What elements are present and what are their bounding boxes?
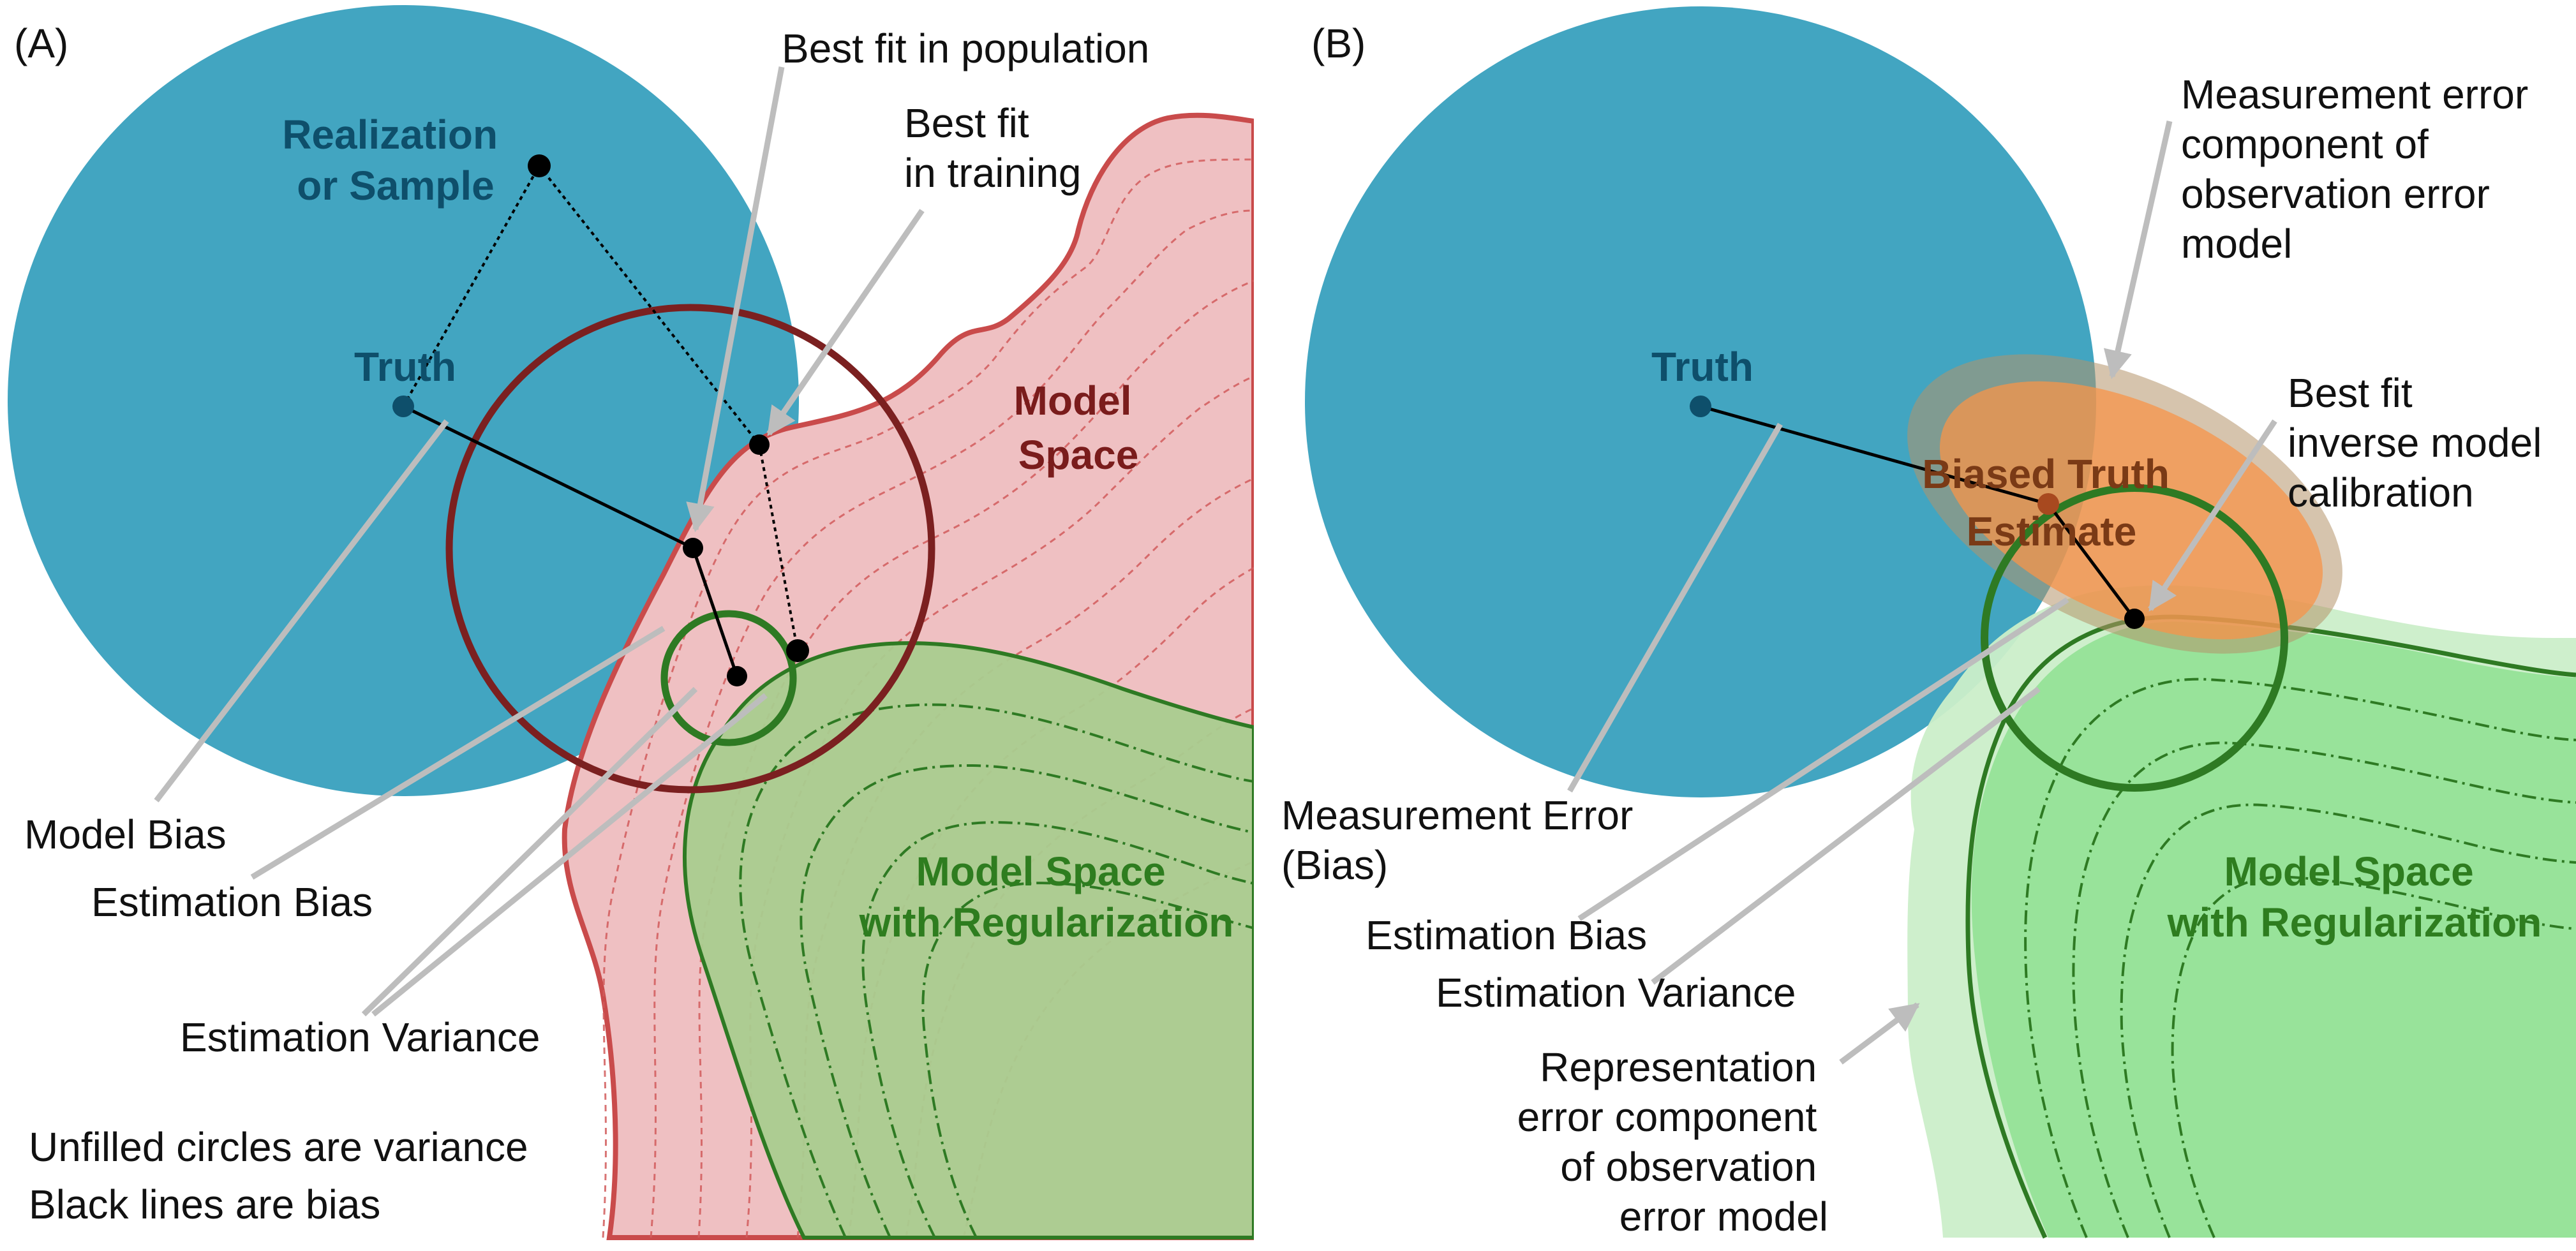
sample-label: Realization or Sample — [282, 112, 509, 209]
regularized-contours-b — [2024, 677, 2576, 1238]
truth-label-b: Truth — [1651, 344, 1753, 390]
variance-ring-b — [1981, 484, 2288, 792]
dotted-links — [402, 165, 799, 651]
pointer-arrows-a — [154, 66, 925, 1017]
model-space-label: Model Space — [1014, 378, 1143, 478]
panel-b: (B) Truth Biased Truth Estimate Measurem… — [1281, 6, 2576, 1240]
biased-truth-label: Biased Truth Estimate — [1922, 451, 2180, 554]
panel-a-tag: (A) — [14, 20, 68, 66]
estimation-variance-label-b: Estimation Variance — [1436, 970, 1796, 1016]
estimation-bias-label-a: Estimation Bias — [91, 879, 373, 925]
truth-label-a: Truth — [354, 344, 456, 390]
legend-note: Unfilled circles are variance Black line… — [29, 1124, 539, 1227]
pointer-arrows-b — [1567, 121, 2277, 1065]
sample-point — [528, 154, 551, 177]
panel-a: (A) Realization or Sample Truth Model Sp… — [8, 5, 1254, 1240]
model-bias-label: Model Bias — [24, 811, 227, 857]
panel-b-tag: (B) — [1311, 20, 1366, 66]
regularized-contours — [739, 703, 1254, 1238]
measurement-error-component-label: Measurement error component of observati… — [2181, 71, 2540, 267]
best-fit-inverse-label: Best fit inverse model calibration — [2288, 370, 2553, 515]
training-regularized-point — [786, 639, 809, 662]
best-fit-population-label: Best fit in population — [782, 26, 1149, 71]
bias-lines-b — [1700, 404, 2136, 620]
inverse-fit-point — [2124, 609, 2145, 629]
bias-lines — [402, 404, 739, 677]
estimation-bias-label-b: Estimation Bias — [1366, 912, 1647, 958]
representation-error-label: Representation error component of observ… — [1517, 1044, 1828, 1240]
regularized-variance-ring — [660, 610, 797, 746]
regularized-boundary-b — [1965, 614, 2576, 1239]
regularization-label-b: Model Space with Regularization — [2167, 848, 2542, 945]
truth-point — [392, 396, 414, 417]
regularized-fit-point — [727, 666, 747, 686]
training-best-fit-point — [749, 434, 770, 455]
best-fit-training-label: Best fit in training — [904, 100, 1082, 196]
biased-truth-point — [2037, 493, 2059, 515]
population-best-fit-point — [683, 538, 703, 558]
truth-point-b — [1690, 396, 1711, 417]
model-variance-ring — [445, 304, 935, 794]
measurement-error-label: Measurement Error (Bias) — [1281, 792, 1644, 888]
regularization-label-a: Model Space with Regularization — [859, 848, 1234, 945]
estimation-variance-label-a: Estimation Variance — [180, 1014, 540, 1060]
measurement-error-ellipse-inner — [1939, 381, 2323, 640]
